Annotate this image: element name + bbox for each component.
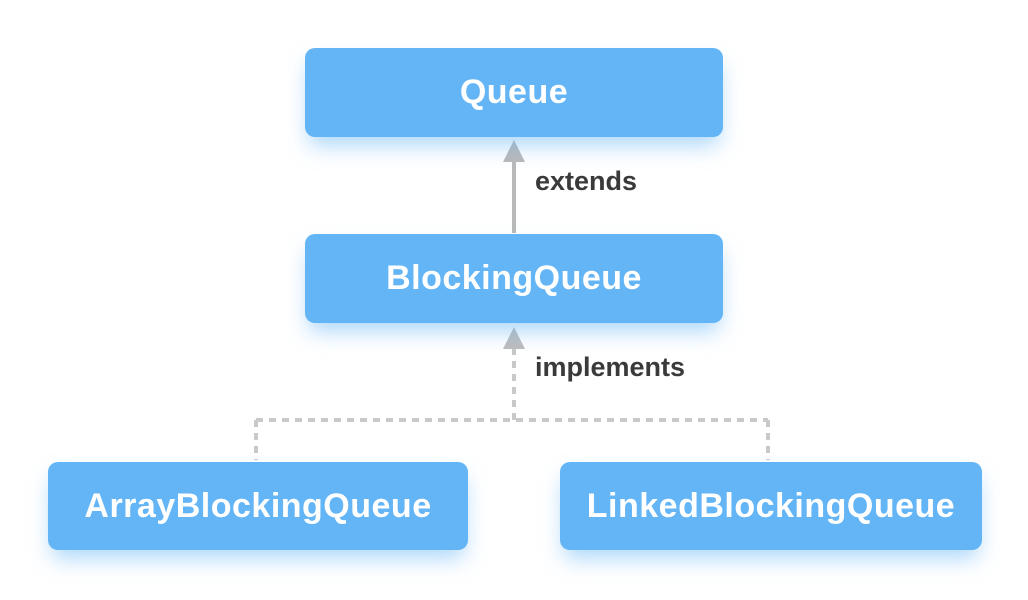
extends-edge-label: extends xyxy=(535,166,638,196)
node-blocking-queue: BlockingQueue xyxy=(305,234,723,323)
node-array-blocking-queue-label: ArrayBlockingQueue xyxy=(84,486,432,525)
extends-arrow xyxy=(503,140,525,233)
node-linked-blocking-queue-label: LinkedBlockingQueue xyxy=(586,486,956,525)
node-queue-label: Queue xyxy=(459,73,569,111)
node-blocking-queue-label: BlockingQueue xyxy=(386,259,642,297)
node-array-blocking-queue: ArrayBlockingQueue xyxy=(48,462,468,550)
node-queue: Queue xyxy=(305,48,723,137)
implements-edge-label: implements xyxy=(535,352,686,382)
node-linked-blocking-queue: LinkedBlockingQueue xyxy=(560,462,982,550)
implements-connector xyxy=(254,327,770,460)
